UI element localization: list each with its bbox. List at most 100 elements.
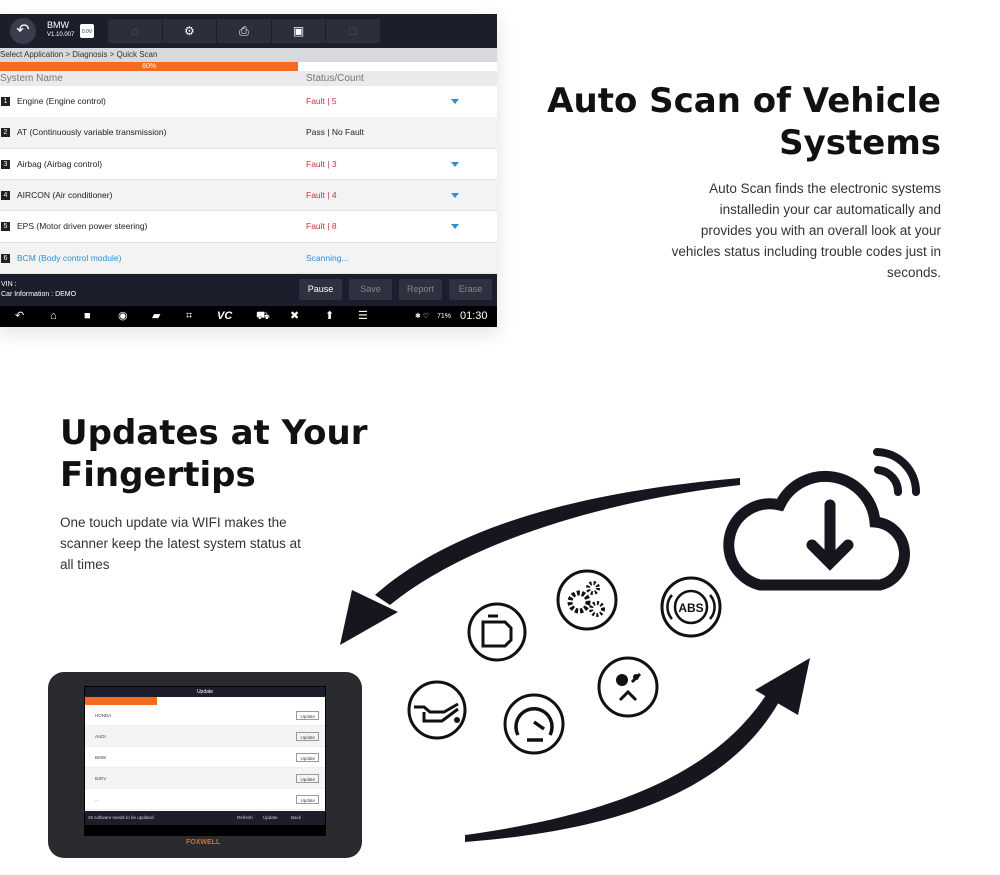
brand-name: BMW	[95, 755, 106, 760]
system-row[interactable]: 5 EPS (Motor driven power steering) Fault …	[0, 211, 497, 243]
abs-icon	[660, 576, 722, 638]
system-row[interactable]: 6 BCM (Body control module) Scanning...	[0, 242, 497, 274]
oil-icon	[407, 680, 467, 740]
brand-name: BJEV	[95, 776, 107, 781]
row-number: 1	[1, 97, 10, 106]
svg-text:ABS: ABS	[678, 601, 703, 615]
expand-icon[interactable]	[451, 161, 459, 167]
col-system-name: System Name	[0, 73, 63, 84]
back-button[interactable]: ↶	[10, 18, 36, 44]
vin: VIN :	[1, 281, 17, 288]
system-row[interactable]: 1 Engine (Engine control) Fault | 5	[0, 86, 497, 118]
cloud-download-icon	[723, 448, 920, 591]
menu-icon[interactable]: ☰	[358, 310, 368, 322]
row-update-button[interactable]: Update	[296, 795, 319, 804]
refresh-button[interactable]: Refresh	[237, 815, 253, 820]
upload-icon[interactable]: ⬆	[325, 310, 335, 322]
section-updates: Updates at Your Fingertips One touch upd…	[60, 412, 380, 575]
system-status: Scanning...	[306, 252, 349, 263]
row-number: 4	[1, 190, 10, 200]
row-update-button[interactable]: Update	[296, 732, 319, 741]
table-header: System Name Status/Count	[0, 71, 497, 86]
tablet-row: BJEV Update	[85, 768, 325, 789]
expand-icon[interactable]	[451, 192, 459, 198]
col-status: Status/Count	[306, 73, 364, 84]
system-row[interactable]: 3 Airbag (Airbag control) Fault | 3	[0, 149, 497, 181]
vin-info: VIN : Car Information : DEMO	[1, 280, 76, 300]
tablet-footer: 26 software needs to be updated Refresh …	[85, 811, 325, 825]
tablet-nav-bar	[85, 825, 325, 836]
system-name: Engine (Engine control)	[17, 96, 106, 106]
section-body: One touch update via WIFI makes the scan…	[60, 515, 301, 572]
row-number: 3	[1, 159, 10, 169]
arrowhead-right	[755, 658, 810, 715]
save-icon[interactable]: □	[326, 19, 381, 43]
windows-icon[interactable]: ■	[84, 310, 91, 322]
row-number: 6	[1, 253, 10, 263]
save-button[interactable]: Save	[349, 279, 392, 300]
tablet-row: ... Update	[85, 789, 325, 810]
update-count: 26 software needs to be updated	[88, 815, 154, 820]
toolbar: ⌂ ⚙ ⎙ ▣ □	[108, 19, 381, 43]
row-number: 2	[1, 128, 10, 138]
breadcrumb: Select Application > Diagnosis > Quick S…	[0, 48, 497, 62]
brand-name: ...	[95, 797, 99, 802]
system-status: Fault | 8	[306, 221, 337, 232]
system-status: Fault | 4	[306, 189, 337, 200]
home-icon[interactable]: ⌂	[108, 19, 163, 43]
row-update-button[interactable]: Update	[296, 753, 319, 762]
back-button[interactable]: Back	[291, 815, 302, 820]
system-name: AIRCON (Air conditioner)	[17, 189, 113, 200]
expand-icon[interactable]	[451, 224, 459, 230]
report-button[interactable]: Report	[399, 279, 442, 300]
system-row[interactable]: 4 AIRCON (Air conditioner) Fault | 4	[0, 179, 497, 212]
system-name: Airbag (Airbag control)	[17, 158, 103, 169]
section-title: Auto Scan of Vehicle Systems	[547, 81, 941, 163]
tools-icon[interactable]: ✖	[290, 310, 300, 322]
brand-logo: FOXWELL	[186, 839, 221, 846]
arrowhead-left	[340, 590, 398, 645]
image-icon[interactable]: ▣	[272, 19, 327, 43]
section-body: Auto Scan finds the electronic systems i…	[671, 181, 941, 280]
back-icon[interactable]: ↶	[15, 310, 25, 322]
battery-level: 71%	[437, 313, 452, 320]
version: V1.10.007	[47, 32, 75, 38]
eraser-icon[interactable]: ▰	[152, 310, 161, 322]
row-number: 5	[1, 222, 10, 232]
update-all-button[interactable]: Update	[263, 815, 278, 820]
gears-icon	[556, 569, 618, 631]
system-status: Fault | 3	[306, 158, 337, 169]
tablet-title: Update	[85, 687, 325, 697]
gear-icon[interactable]: ⚙	[163, 19, 218, 43]
system-list: 1 Engine (Engine control) Fault | 5 2 AT (Co…	[0, 86, 497, 274]
erase-button[interactable]: Erase	[449, 279, 492, 300]
row-update-button[interactable]: Update	[296, 774, 319, 783]
system-status: Pass | No Fault	[306, 127, 364, 138]
speedometer-icon	[503, 693, 565, 755]
engine-icon	[467, 602, 527, 662]
expand-icon[interactable]	[451, 99, 459, 104]
print-icon[interactable]: ⎙	[217, 19, 272, 43]
row-update-button[interactable]: Update	[296, 711, 319, 720]
car-info: Car Information : DEMO	[1, 291, 77, 298]
arrow-right	[465, 692, 780, 842]
system-name: EPS (Motor driven power steering)	[17, 221, 148, 232]
pause-button[interactable]: Pause	[299, 279, 342, 300]
system-row[interactable]: 2 AT (Continuously variable transmission)…	[0, 117, 497, 149]
section-title: Updates at Your Fingertips	[60, 413, 368, 495]
camera-icon[interactable]: ◉	[118, 310, 128, 322]
home-icon[interactable]: ⌂	[50, 310, 57, 322]
system-name: AT (Continuously variable transmission)	[17, 127, 167, 138]
crop-icon[interactable]: ⌗	[186, 310, 193, 322]
vci-icon[interactable]: VC	[217, 310, 233, 322]
vehicle-name: BMW	[47, 20, 69, 30]
system-status: Fault | 5	[306, 96, 337, 106]
car-icon[interactable]: ⛟	[256, 310, 270, 322]
system-name: BCM (Body control module)	[17, 252, 122, 263]
tablet-row: BMW Update	[85, 747, 325, 768]
